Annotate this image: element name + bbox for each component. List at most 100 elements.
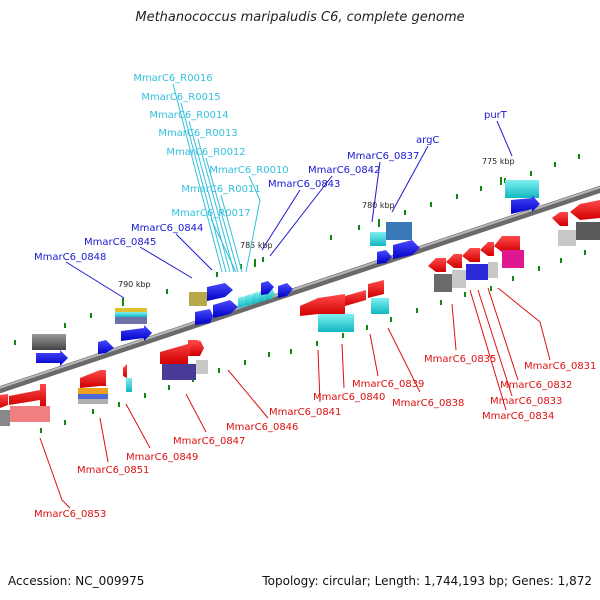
gene-feature [371,298,389,314]
gene-label: MmarC6_0844 [131,223,203,234]
tick-mark [40,428,42,433]
gene-feature [78,388,108,394]
leader-line [369,333,379,377]
gene-feature [189,292,207,306]
tick-mark [538,266,540,271]
leader-line [341,343,345,389]
accession-text: Accession: NC_009975 [8,574,145,588]
gene-feature [245,294,254,306]
gene-feature [576,222,600,240]
gene-label: MmarC6_0837 [347,151,419,162]
gene-feature [126,378,132,392]
tick-mark [168,385,170,390]
gene-feature [213,300,238,318]
tick-mark [268,352,270,357]
gene-feature [252,292,261,304]
leader-line [497,287,551,361]
gene-label: MmarC6_0853 [34,509,106,520]
gene-feature [377,250,392,264]
tick-mark [456,194,458,199]
gene-feature [36,350,68,366]
tick-mark [416,308,418,313]
gene-feature [570,200,600,220]
tick-mark [342,333,344,338]
scale-tick [254,259,256,267]
gene-feature [9,384,46,406]
tick-mark [554,162,556,167]
tick-mark [404,210,406,215]
tick-mark [218,368,220,373]
gene-feature [10,406,50,422]
tick-mark [358,225,360,230]
gene-feature [123,364,127,378]
gene-feature [446,254,462,268]
gene-feature [196,360,208,374]
genome-backbone [0,185,600,394]
tick-mark [64,420,66,425]
leader-line [269,175,333,257]
leader-line [227,369,269,419]
scale-label: 780 kbp [362,201,395,210]
gene-feature [32,334,66,350]
gene-label: MmarC6_0832 [500,380,572,391]
tick-mark [366,325,368,330]
gene-label: MmarC6_0851 [77,465,149,476]
tick-mark [430,202,432,207]
leader-line [175,233,213,271]
gene-feature [505,180,539,198]
leader-line [220,194,243,273]
leader-line [185,393,207,433]
scale-tick [378,219,380,227]
gene-feature [462,248,480,262]
gene-label: MmarC6_0834 [482,411,554,422]
gene-feature [502,250,524,268]
gene-feature [428,258,446,272]
gene-label: purT [484,110,508,121]
tick-mark [584,250,586,255]
leader-line [139,246,193,279]
gene-feature [162,364,196,380]
leader-line [197,138,235,273]
gene-label: MmarC6_R0011 [181,184,260,195]
tick-mark [530,171,532,176]
gene-feature [121,325,152,341]
gene-label: MmarC6_0839 [352,379,424,390]
gene-feature [318,314,354,332]
tick-mark [166,289,168,294]
gene-label: MmarC6_0846 [226,422,298,433]
forward-genes [32,180,540,366]
tick-mark [216,272,218,277]
tick-mark [144,393,146,398]
gene-feature [370,232,386,246]
gene-label: MmarC6_0840 [313,392,385,403]
scale-label: 785 kbp [240,241,273,250]
map-title: Methanococcus maripaludis C6, complete g… [135,10,465,25]
scale-label: 775 kbp [482,157,515,166]
gene-feature [386,222,412,240]
leader-line [99,417,109,463]
gene-feature [452,270,466,288]
gene-label: MmarC6_R0017 [171,208,250,219]
leader-line [180,102,227,273]
genome-summary-text: Topology: circular; Length: 1,744,193 bp… [262,574,592,588]
leader-line [487,287,519,381]
leader-line [245,175,261,273]
gene-label: MmarC6_0845 [84,237,156,248]
leader-line [371,161,381,223]
gene-feature [115,312,147,317]
leader-line [172,83,223,273]
tick-mark [464,292,466,297]
gene-feature [190,340,204,356]
gene-label: MmarC6_R0014 [149,110,228,121]
tick-mark [64,323,66,328]
tick-mark [440,300,442,305]
gene-feature [261,281,274,295]
leader-line [39,437,71,509]
gene-label: MmarC6_0831 [524,361,596,372]
leader-line [469,289,507,411]
leader-line [188,120,231,273]
leader-line [125,403,151,449]
gene-feature [494,236,520,252]
gene-label: MmarC6_R0010 [209,165,288,176]
tick-mark [244,360,246,365]
